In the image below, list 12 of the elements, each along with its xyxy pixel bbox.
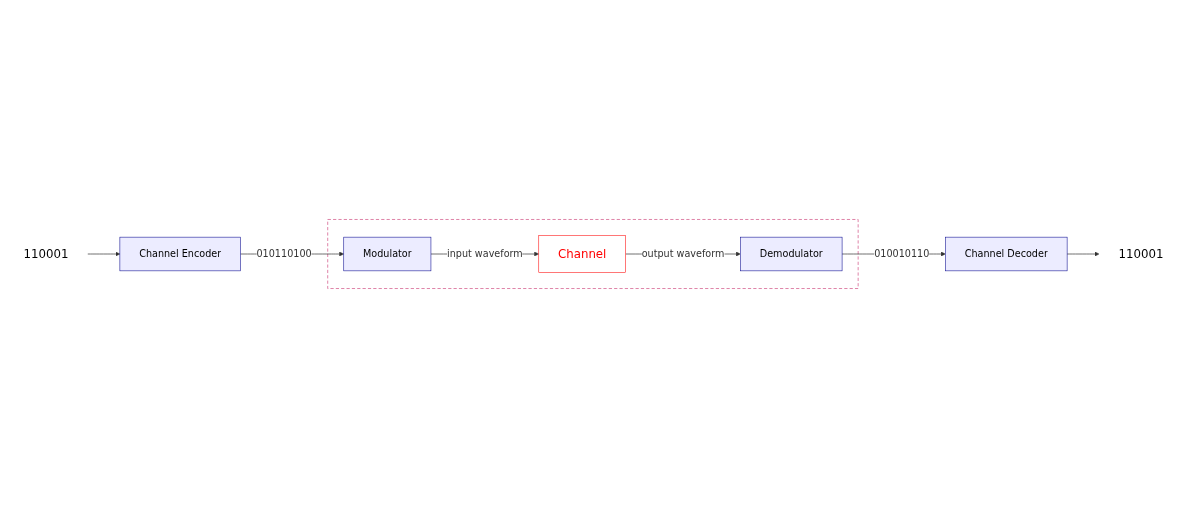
node-box: Demodulator xyxy=(740,236,843,272)
edge-label: input waveform xyxy=(447,248,523,260)
cluster xyxy=(327,219,859,289)
edge-label: 010010110 xyxy=(874,248,930,260)
node-box: Channel xyxy=(538,235,626,273)
node-box: Channel Encoder xyxy=(119,236,241,272)
node-text: 110001 xyxy=(1118,247,1164,261)
edge-label: output waveform xyxy=(641,248,725,260)
node-box: Channel Decoder xyxy=(945,236,1068,272)
node-text: 110001 xyxy=(23,247,69,261)
edge-label: 010110100 xyxy=(256,248,312,260)
node-box: Modulator xyxy=(343,236,432,272)
